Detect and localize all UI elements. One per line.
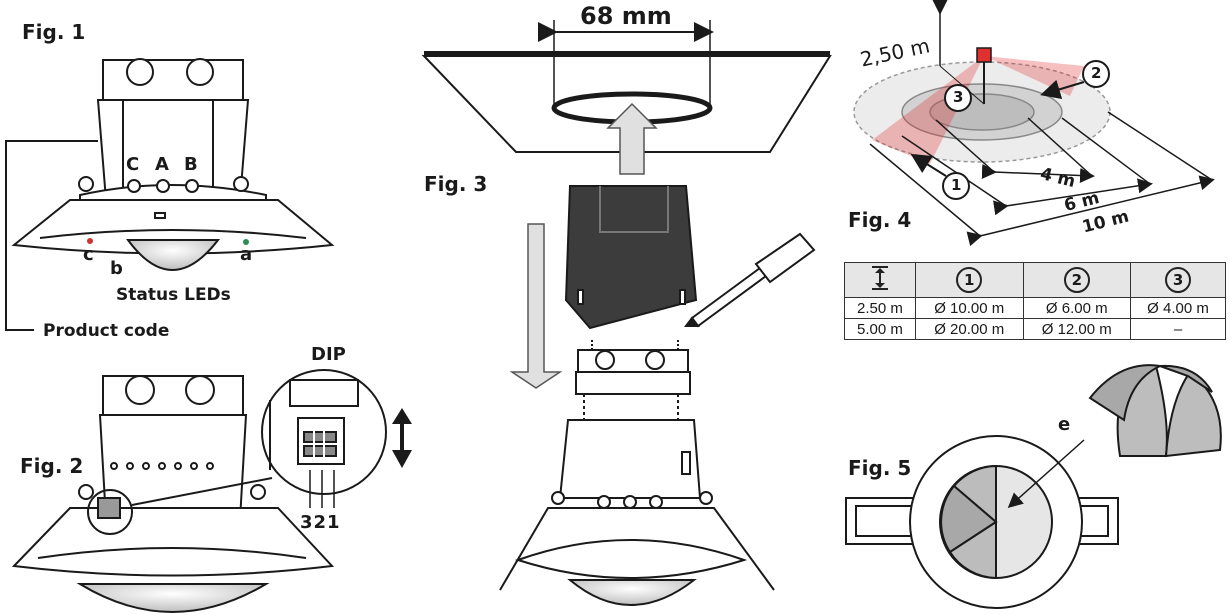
table-row: 5.00 m Ø 20.00 m Ø 12.00 m – bbox=[844, 318, 1226, 340]
fig5-title: Fig. 5 bbox=[848, 456, 912, 480]
fig4-marker-2: 2 bbox=[1091, 64, 1102, 82]
table-cell: 2.50 m bbox=[844, 297, 916, 319]
fig4-title: Fig. 4 bbox=[848, 208, 912, 232]
led-label-b: b bbox=[110, 258, 123, 279]
dip-label: DIP bbox=[311, 344, 346, 365]
fig2-detector-drawing bbox=[11, 375, 335, 613]
hole-dimension-label: 68 mm bbox=[580, 2, 672, 30]
fig4-marker-1: 1 bbox=[951, 176, 962, 194]
table-cell: Ø 20.00 m bbox=[914, 318, 1024, 340]
coverage-table: 1 2 3 2.50 m Ø 10.00 m Ø 6.00 m Ø 4.00 m… bbox=[844, 262, 1226, 340]
product-code-label: Product code bbox=[43, 321, 170, 341]
led-label-c: c bbox=[83, 244, 94, 265]
fig2-title: Fig. 2 bbox=[20, 454, 84, 478]
fig1-detector-drawing bbox=[11, 58, 335, 271]
led-c-indicator bbox=[87, 238, 93, 244]
fig3-socket-drawing bbox=[499, 340, 775, 606]
lens-cap-drawing bbox=[1088, 364, 1222, 458]
fig1-title: Fig. 1 bbox=[22, 20, 86, 44]
fig4-coverage-drawing bbox=[853, 0, 1111, 164]
dip-updown-arrow bbox=[392, 408, 412, 468]
fig5-label-e: e bbox=[1058, 414, 1071, 435]
screwdriver-icon bbox=[684, 232, 816, 328]
led-a-indicator bbox=[243, 239, 249, 245]
fig4-dimension-lines bbox=[869, 79, 1215, 247]
fig3-title: Fig. 3 bbox=[424, 172, 488, 196]
dip-switch-numbers: 321 bbox=[300, 512, 341, 533]
screw-label-a: A bbox=[155, 154, 169, 175]
product-code-bracket bbox=[5, 140, 98, 331]
table-header-height-icon bbox=[844, 262, 916, 298]
insert-arrow-up bbox=[606, 102, 658, 175]
fig1-screws bbox=[127, 179, 199, 193]
table-cell: Ø 10.00 m bbox=[914, 297, 1024, 319]
height-icon bbox=[871, 266, 888, 290]
table-header-row: 1 2 3 bbox=[844, 262, 1226, 298]
table-cell: Ø 4.00 m bbox=[1130, 297, 1226, 319]
table-cell: – bbox=[1130, 318, 1226, 340]
fig3-cover-drawing bbox=[564, 185, 698, 330]
status-leds-label: Status LEDs bbox=[116, 285, 231, 305]
table-cell: 5.00 m bbox=[844, 318, 916, 340]
table-header-2: 2 bbox=[1022, 262, 1132, 298]
led-label-a: a bbox=[240, 244, 253, 265]
screw-label-c: C bbox=[126, 154, 140, 175]
table-cell: Ø 6.00 m bbox=[1022, 297, 1132, 319]
screw-label-b: B bbox=[184, 154, 198, 175]
table-cell: Ø 12.00 m bbox=[1022, 318, 1132, 340]
insert-arrow-down bbox=[509, 223, 563, 389]
table-header-1: 1 bbox=[914, 262, 1024, 298]
table-header-3: 3 bbox=[1130, 262, 1226, 298]
table-row: 2.50 m Ø 10.00 m Ø 6.00 m Ø 4.00 m bbox=[844, 297, 1226, 319]
fig4-marker-3: 3 bbox=[953, 88, 964, 106]
fig5-pointer-arrow bbox=[1007, 439, 1085, 508]
dip-zoom-callout bbox=[131, 369, 387, 508]
fig4-marker-circles bbox=[942, 60, 1110, 200]
